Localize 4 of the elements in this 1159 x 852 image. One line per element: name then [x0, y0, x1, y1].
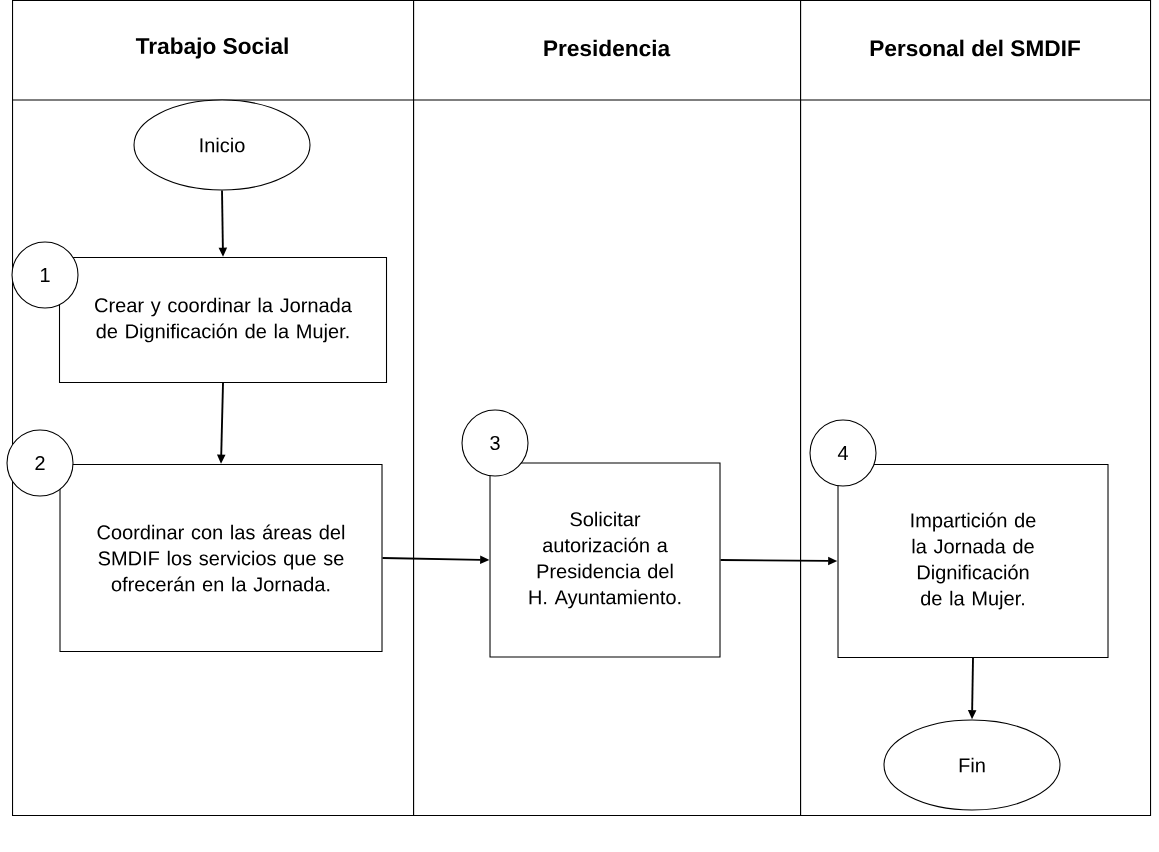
- process-box: Impartición de la Jornada de Dignificación de la Mujer.: [837, 463, 1109, 659]
- process-box: Coordinar con las áreas del SMDIF los servicios que se ofrecerán en la Jornada.: [59, 463, 383, 653]
- process-box: Crear y coordinar la Jornada de Dignificación de la Mujer.: [58, 256, 388, 384]
- process-box: Solicitar autorización a Presidencia del H. Ayuntamiento.: [489, 462, 721, 658]
